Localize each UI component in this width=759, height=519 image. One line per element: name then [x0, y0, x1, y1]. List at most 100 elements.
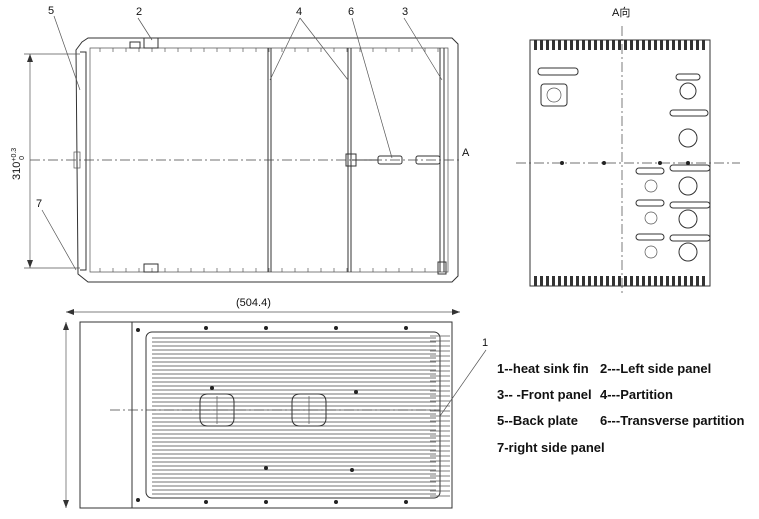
legend-item-1: 1--heat sink fin	[497, 361, 589, 376]
a-view-bottom-fins	[534, 276, 705, 286]
a-view-fin	[702, 276, 705, 286]
view-label: A向	[612, 5, 630, 19]
a-view-fin	[660, 276, 663, 286]
a-view-fin	[690, 40, 693, 50]
a-view-fin	[594, 40, 597, 50]
dim-arrow-down	[27, 260, 33, 268]
a-view-fin	[672, 40, 675, 50]
legend-item-7: 7-right side panel	[497, 440, 605, 455]
a-view-fin	[666, 40, 669, 50]
a-view-fin	[576, 276, 579, 286]
slot-r5	[669, 234, 711, 242]
a-view-fin	[606, 276, 609, 286]
callout-4: 4	[296, 6, 302, 18]
plan-view: A 310+0.30 5 2 4 6 3 7	[11, 5, 470, 283]
a-view-fin	[570, 40, 573, 50]
hole-r2	[678, 128, 698, 148]
a-view-fin	[600, 276, 603, 286]
leader-5	[53, 15, 81, 91]
mounting-hole	[264, 326, 268, 330]
a-view-fin	[630, 40, 633, 50]
dot-center	[602, 161, 606, 165]
connector-cutout	[540, 83, 568, 107]
leader-3	[403, 17, 443, 81]
a-view-fin	[660, 40, 663, 50]
a-view-fin	[696, 40, 699, 50]
legend-item-5: 5--Back plate	[497, 413, 578, 428]
a-direction-view: A向	[516, 5, 740, 296]
legend-item-6: 6---Transverse partition	[600, 413, 745, 428]
mounting-holes	[136, 326, 408, 504]
a-view-fin	[582, 40, 585, 50]
a-view-fin	[678, 276, 681, 286]
a-view-fin	[654, 40, 657, 50]
boss-right	[291, 393, 327, 427]
leader-2	[137, 17, 153, 41]
mounting-hole	[264, 466, 268, 470]
slot-r1	[675, 73, 701, 81]
dim-arrow-up	[27, 54, 33, 62]
a-view-fin	[606, 40, 609, 50]
a-view-fin	[558, 40, 561, 50]
top-bracket	[143, 37, 159, 49]
a-view-fin	[648, 276, 651, 286]
leader-4a	[269, 17, 301, 81]
a-view-fin	[636, 276, 639, 286]
mounting-hole	[136, 498, 140, 502]
connector-hole	[546, 87, 562, 103]
section-marker: A	[462, 147, 470, 159]
back-plate-wall	[80, 51, 87, 271]
a-view-fin	[636, 40, 639, 50]
a-view-fin	[678, 40, 681, 50]
mounting-hole	[210, 386, 214, 390]
a-view-fin	[666, 276, 669, 286]
a-view-fin	[552, 276, 555, 286]
height-tol-upper: +0.3	[11, 148, 18, 162]
mounting-hole	[354, 390, 358, 394]
a-view-fin	[684, 40, 687, 50]
a-view-fin	[642, 276, 645, 286]
dot-far-right	[686, 161, 690, 165]
a-view-fin	[648, 40, 651, 50]
fin-area-outline	[145, 331, 441, 499]
dot-right	[658, 161, 662, 165]
mounting-hole	[334, 326, 338, 330]
a-view-fin	[672, 276, 675, 286]
a-view-top-fins	[534, 40, 705, 50]
callout-5: 5	[48, 5, 54, 17]
legend-item-2: 2---Left side panel	[600, 361, 712, 376]
callout-6: 6	[348, 6, 354, 18]
mounting-hole	[404, 500, 408, 504]
dim-arrow-left	[66, 309, 74, 315]
a-view-fin	[564, 40, 567, 50]
fin-comb-right	[430, 335, 450, 497]
a-view-fin	[588, 276, 591, 286]
width-dimension: (504.4)	[236, 297, 271, 309]
slot-r2	[669, 109, 709, 117]
a-view-fin	[576, 40, 579, 50]
a-view-fin	[570, 276, 573, 286]
a-view-fin	[612, 40, 615, 50]
a-view-fin	[684, 276, 687, 286]
a-view-fin	[588, 40, 591, 50]
leader-1	[439, 349, 487, 417]
callout-1: 1	[482, 337, 488, 349]
a-view-fin	[558, 276, 561, 286]
height-value: 310	[11, 162, 23, 180]
mounting-hole	[264, 500, 268, 504]
boss-left	[199, 393, 235, 427]
front-panel-foot	[437, 261, 447, 275]
a-view-fin	[582, 276, 585, 286]
top-bracket-small	[129, 41, 141, 49]
legend-item-3: 3-- -Front panel	[497, 387, 592, 402]
a-view-fin	[552, 40, 555, 50]
hole-r1	[679, 82, 697, 100]
legend-item-4: 4---Partition	[600, 387, 673, 402]
hole-m2	[644, 211, 658, 225]
mounting-hole	[204, 500, 208, 504]
slot-m2	[635, 199, 665, 207]
a-view-fin	[642, 40, 645, 50]
hole-m1	[644, 179, 658, 193]
a-view-fin	[696, 276, 699, 286]
